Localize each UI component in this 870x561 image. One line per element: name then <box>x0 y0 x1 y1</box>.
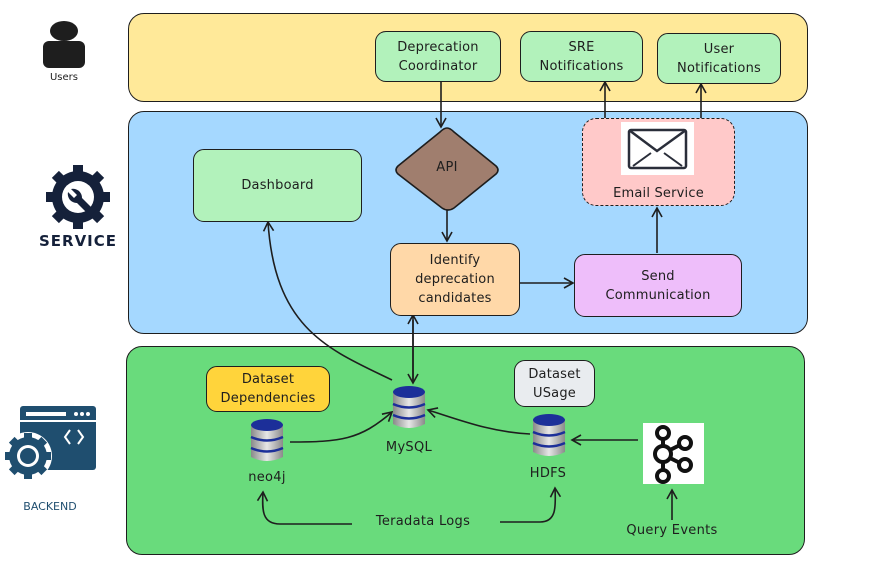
dataset-usage-label: Dataset USage <box>528 366 581 401</box>
gear-wrench-icon <box>46 165 110 229</box>
arrow-teradata-to-neo4j <box>256 490 352 525</box>
mysql-database-icon <box>392 386 426 428</box>
mysql-label: MySQL <box>385 440 433 455</box>
teradata-logs-label: Teradata Logs <box>375 514 471 529</box>
neo4j-label: neo4j <box>248 470 286 485</box>
identify-candidates-box[interactable]: Identify deprecation candidates <box>390 243 520 316</box>
backend-sidebar: BACKEND <box>0 404 100 513</box>
kafka-icon <box>643 423 704 484</box>
hdfs-database-icon <box>532 414 566 456</box>
api-label: API <box>436 160 458 175</box>
query-events-label: Query Events <box>626 523 718 538</box>
sre-notifications-box[interactable]: SRE Notifications <box>520 31 643 82</box>
sre-notifications-label: SRE Notifications <box>539 39 624 74</box>
envelope-icon <box>621 122 694 175</box>
email-service-label: Email Service <box>613 186 704 201</box>
dataset-usage-box[interactable]: Dataset USage <box>514 360 595 407</box>
dashboard-box[interactable]: Dashboard <box>193 149 362 222</box>
send-communication-label: Send Communication <box>605 268 711 303</box>
dashboard-label: Dashboard <box>241 178 314 193</box>
arrow-teradata-to-hdfs <box>500 486 562 523</box>
arrow-hdfs-to-mysql <box>426 407 531 435</box>
users-sidebar: Users <box>36 20 92 83</box>
deprecation-coordinator-label: Deprecation Coordinator <box>397 39 479 74</box>
user-notifications-label: User Notifications <box>677 41 761 76</box>
user-notifications-box[interactable]: User Notifications <box>657 33 781 84</box>
service-label: SERVICE <box>38 232 118 250</box>
backend-label: BACKEND <box>23 500 77 513</box>
arrow-mysql-to-dashboard <box>262 220 393 381</box>
dataset-dependencies-box[interactable]: Dataset Dependencies <box>206 366 330 412</box>
neo4j-database-icon <box>250 419 284 461</box>
hdfs-label: HDFS <box>529 466 567 481</box>
dataset-dependencies-label: Dataset Dependencies <box>220 372 316 406</box>
identify-candidates-label: Identify deprecation candidates <box>415 253 495 306</box>
deprecation-coordinator-box[interactable]: Deprecation Coordinator <box>375 31 501 82</box>
users-label: Users <box>49 72 78 83</box>
api-diamond[interactable] <box>392 126 502 216</box>
service-sidebar: SERVICE <box>28 162 128 250</box>
browser-gear-icon <box>4 406 96 480</box>
arrow-neo4j-to-mysql <box>289 410 394 443</box>
send-communication-box[interactable]: Send Communication <box>574 254 742 317</box>
user-icon <box>43 21 85 68</box>
